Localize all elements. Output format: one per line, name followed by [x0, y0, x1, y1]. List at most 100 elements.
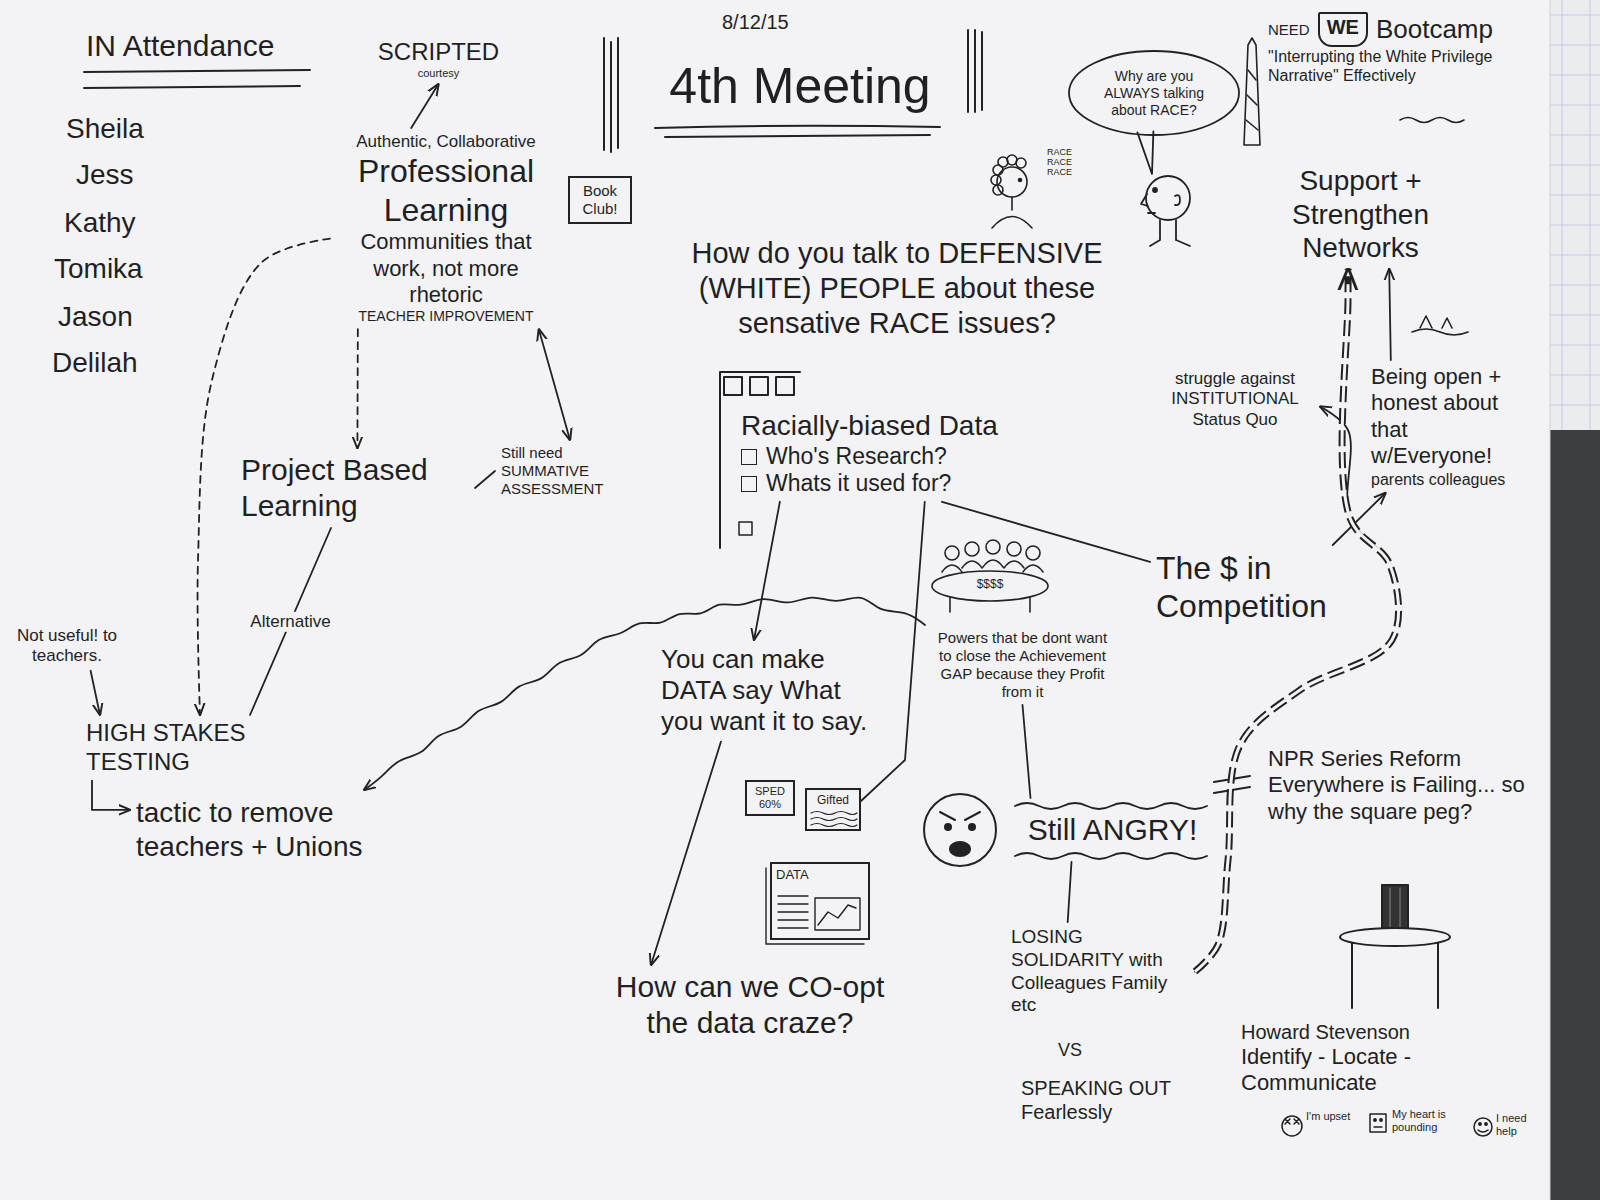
connector-group — [1389, 269, 1391, 360]
node-text: How can we CO-opt the data craze? — [591, 969, 909, 1041]
angry-face — [924, 794, 996, 866]
node-text: Book Club! — [576, 182, 624, 218]
node-text: Powers that be dont want to close the Ac… — [931, 629, 1114, 701]
date-label: 8/12/15 — [722, 10, 789, 34]
connector-group — [539, 329, 570, 440]
note-block: NPR Series Reform Everywhere is Failing.… — [1262, 742, 1542, 829]
node-text: NPR Series Reform Everywhere is Failing.… — [1268, 746, 1536, 825]
connector — [1333, 493, 1386, 545]
connector-group — [91, 84, 1399, 972]
list-heading: IN Attendance — [86, 28, 274, 64]
node-text: NEED — [1268, 21, 1310, 39]
angry-face — [945, 824, 951, 830]
node-text: tactic to remove teachers + Unions — [136, 796, 384, 863]
feeling-icons — [1285, 1119, 1299, 1124]
node-text: You can make DATA say What you want it t… — [661, 644, 869, 738]
connector-group — [1068, 862, 1072, 922]
wave-symbol — [1420, 316, 1452, 328]
node-text: SPED 60% — [750, 785, 790, 811]
connector — [91, 671, 100, 715]
boardroom-figure — [932, 540, 1048, 612]
node-text: Still ANGRY! — [1018, 812, 1207, 848]
attendee-name: Tomika — [54, 252, 143, 286]
gifted-lines — [811, 812, 857, 827]
boardroom-figure — [942, 560, 1043, 572]
node-text: Authentic, Collaborative — [336, 132, 556, 152]
document-icon: SPED 60% — [745, 780, 795, 816]
feeling-icons — [1474, 1118, 1492, 1136]
node-text: Project Based Learning — [241, 452, 469, 524]
newspaper-art — [778, 896, 808, 928]
connector-group — [364, 598, 925, 790]
icon-label: I need help — [1496, 1112, 1544, 1138]
checklist-icon — [776, 377, 794, 395]
feeling-icons — [1478, 1130, 1488, 1132]
bald-head-person — [1175, 195, 1180, 205]
feeling-icons — [1479, 1123, 1481, 1125]
emotion-block: Still ANGRY! — [1010, 798, 1215, 862]
shield-badge: WE — [1318, 12, 1368, 47]
newspaper-art — [766, 868, 864, 944]
node-text: How do you talk to DEFENSIVE (WHITE) PEO… — [668, 236, 1126, 340]
note-block: Powers that be dont want to close the Ac… — [925, 625, 1120, 705]
connector — [1068, 862, 1072, 922]
checklist-block: Racially-biased DataWho's Research?Whats… — [735, 405, 1080, 502]
book-box: Book Club! — [568, 176, 632, 224]
connector-group — [91, 671, 100, 715]
feeling-icons — [1282, 1116, 1302, 1136]
need-block: NEEDBootcamp"Interrupting the White Priv… — [1262, 8, 1537, 89]
tower-drawing — [1244, 38, 1260, 145]
angry-face — [940, 812, 980, 820]
connector — [411, 84, 438, 128]
topic-block: Project Based Learning — [235, 448, 475, 528]
curly-hair-person — [1016, 158, 1026, 168]
node-text: SPEAKING OUT Fearlessly — [1021, 1076, 1209, 1124]
attendee-name: Delilah — [52, 346, 138, 380]
figure-label: RACE RACE RACE — [1047, 148, 1081, 178]
icon-label: My heart is pounding — [1392, 1108, 1472, 1134]
note-block: Being open + honest about that w/Everyon… — [1365, 360, 1537, 493]
note-block: tactic to remove teachers + Unions — [130, 790, 390, 869]
attendee-name: Jess — [76, 158, 134, 192]
newspaper-art — [815, 898, 860, 930]
bald-head-person — [1148, 212, 1155, 214]
node-text: DATA — [776, 867, 864, 883]
title-bars — [604, 30, 982, 152]
angry-waves — [1015, 803, 1207, 809]
speech-tail — [1137, 131, 1153, 174]
node-text: Who's Research? — [741, 443, 1074, 471]
paper-margin — [1550, 0, 1600, 430]
question-block: How can we CO-opt the data craze? — [585, 965, 915, 1045]
node-text: HIGH STAKES TESTING — [86, 719, 274, 777]
checklist-icon — [750, 377, 768, 395]
squiggle — [1400, 118, 1464, 123]
topic-block: The $ in Competition — [1150, 545, 1365, 630]
curly-hair-person — [991, 175, 1001, 185]
node-text: Communities that work, not more rhetoric — [336, 229, 556, 308]
connector — [539, 329, 570, 440]
curly-hair-person — [992, 197, 1032, 228]
connector-group — [651, 742, 721, 965]
attendee-name: Jason — [58, 300, 133, 334]
connector — [364, 598, 925, 790]
topic-block: Authentic, CollaborativeProfessional Lea… — [330, 128, 562, 329]
node-text: Being open + honest about that w/Everyon… — [1371, 364, 1531, 470]
title-bars — [604, 30, 982, 152]
connector-group — [357, 329, 358, 448]
tower-drawing — [1246, 70, 1258, 130]
node-text: Why are you ALWAYS talking about RACE? — [1096, 68, 1212, 118]
connector — [942, 502, 1150, 562]
connector — [1389, 269, 1391, 360]
boardroom-figure — [932, 571, 1048, 601]
versus-label: VS — [1058, 1040, 1082, 1062]
node-text: SCRIPTED — [376, 38, 501, 67]
boardroom-figure — [945, 546, 959, 560]
newspaper-icon: DATA — [770, 862, 870, 940]
node-text: The $ in Competition — [1156, 549, 1359, 626]
feeling-icons — [1485, 1123, 1487, 1125]
bald-head-person — [1141, 194, 1148, 206]
topic-block: HIGH STAKES TESTING — [80, 715, 280, 781]
feeling-icons — [1370, 1114, 1386, 1132]
curly-hair-person — [991, 155, 1032, 228]
